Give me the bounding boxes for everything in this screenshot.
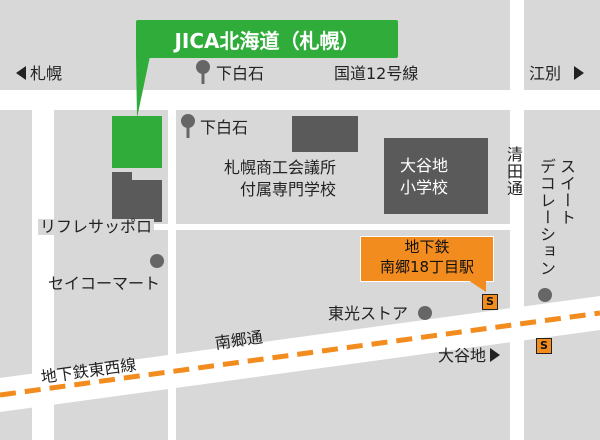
tree-icon — [181, 114, 195, 138]
station-label-line1: 地下鉄 — [404, 238, 450, 256]
sapporo-direction-arrow-icon — [16, 66, 26, 80]
street-vertical-2 — [168, 110, 176, 440]
refre-building-part-2 — [132, 180, 162, 222]
street-vertical-1 — [32, 110, 54, 440]
refre-building-part-1 — [112, 172, 132, 222]
tree-icon — [196, 60, 210, 84]
poi-dot-icon — [538, 288, 552, 302]
college-label-line1: 札幌商工会議所 — [224, 158, 337, 177]
route12-label: 国道12号線 — [334, 64, 419, 83]
shimoshiroishi-lower-label: 下白石 — [200, 118, 249, 137]
poi-dot-icon — [150, 254, 164, 268]
jica-building[interactable] — [112, 116, 162, 168]
school-label-line1: 大谷地 — [400, 156, 449, 175]
shimoshiroishi-upper-label: 下白石 — [216, 64, 265, 83]
college-label-line2: 付属専門学校 — [240, 180, 337, 199]
station-callout: 地下鉄 南郷18丁目駅 — [360, 236, 494, 282]
ebetsu-direction-label: 江別 — [529, 64, 562, 83]
street-horizontal-2 — [176, 224, 510, 230]
poi-dot-icon — [418, 306, 432, 320]
oyachi-direction-label: 大谷地 — [438, 346, 487, 365]
college-building — [292, 116, 358, 152]
school-label-line2: 小学校 — [400, 178, 449, 197]
ebetsu-direction-arrow-icon — [574, 66, 584, 80]
subway-line — [0, 310, 600, 398]
seicomart-label: セイコーマート — [48, 274, 161, 293]
subway-station-icon[interactable]: S — [482, 294, 498, 310]
subway-station-icon[interactable]: S — [536, 338, 552, 354]
school-building — [384, 138, 488, 214]
route12-road — [0, 90, 600, 110]
kiyota-road-label: 清田通 — [504, 146, 523, 197]
suite-deco-label-line1: スイート — [557, 158, 576, 226]
refre-label: リフレサッポロ — [38, 217, 155, 236]
oyachi-direction-arrow-icon — [490, 348, 500, 362]
jica-callout-title: JICA北海道（札幌） — [174, 28, 360, 53]
jica-callout: JICA北海道（札幌） — [136, 20, 398, 58]
station-label-line2: 南郷18丁目駅 — [379, 258, 475, 276]
suite-deco-label-line2: デコレーション — [537, 158, 556, 277]
toko-store-label: 東光ストア — [328, 304, 409, 323]
sapporo-direction-label: 札幌 — [30, 64, 63, 83]
